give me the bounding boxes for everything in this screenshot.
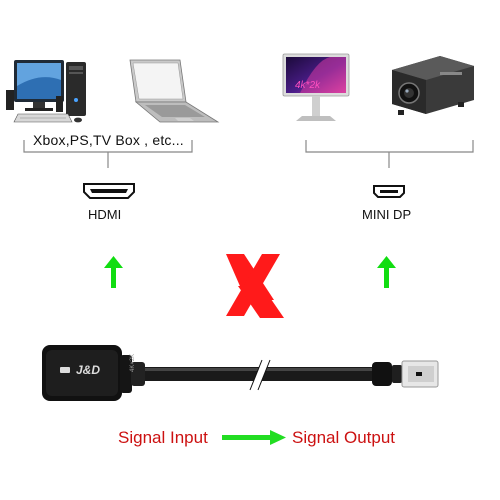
monitor-resolution-text: 4k*2k xyxy=(295,80,321,91)
up-arrow-icon-right xyxy=(377,256,396,288)
cross-mark-icon xyxy=(226,254,284,318)
monitor-icon xyxy=(282,53,350,121)
desktop-computer-icon xyxy=(6,60,86,123)
mini-dp-plug xyxy=(372,360,439,388)
signal-output-label: Signal Output xyxy=(292,428,396,447)
adapter-side-text: 4K×2K xyxy=(130,353,136,372)
adapter-body xyxy=(42,345,145,401)
right-arrow-icon xyxy=(222,430,286,445)
hdmi-label: HDMI xyxy=(88,207,122,222)
mini-dp-label: MINI DP xyxy=(362,207,412,222)
up-arrow-icon-left xyxy=(104,256,123,288)
signal-input-label: Signal Input xyxy=(118,428,208,447)
adapter-brand-text: J&D xyxy=(76,363,101,377)
mini-dp-port-icon xyxy=(373,185,405,198)
hdmi-port-icon xyxy=(83,183,135,199)
projector-icon xyxy=(392,56,474,115)
devices-caption: Xbox,PS,TV Box , etc... xyxy=(33,132,184,148)
laptop-icon xyxy=(129,59,220,123)
left-bracket xyxy=(23,140,193,168)
right-bracket xyxy=(305,140,474,168)
cable-break-icon xyxy=(249,359,271,391)
